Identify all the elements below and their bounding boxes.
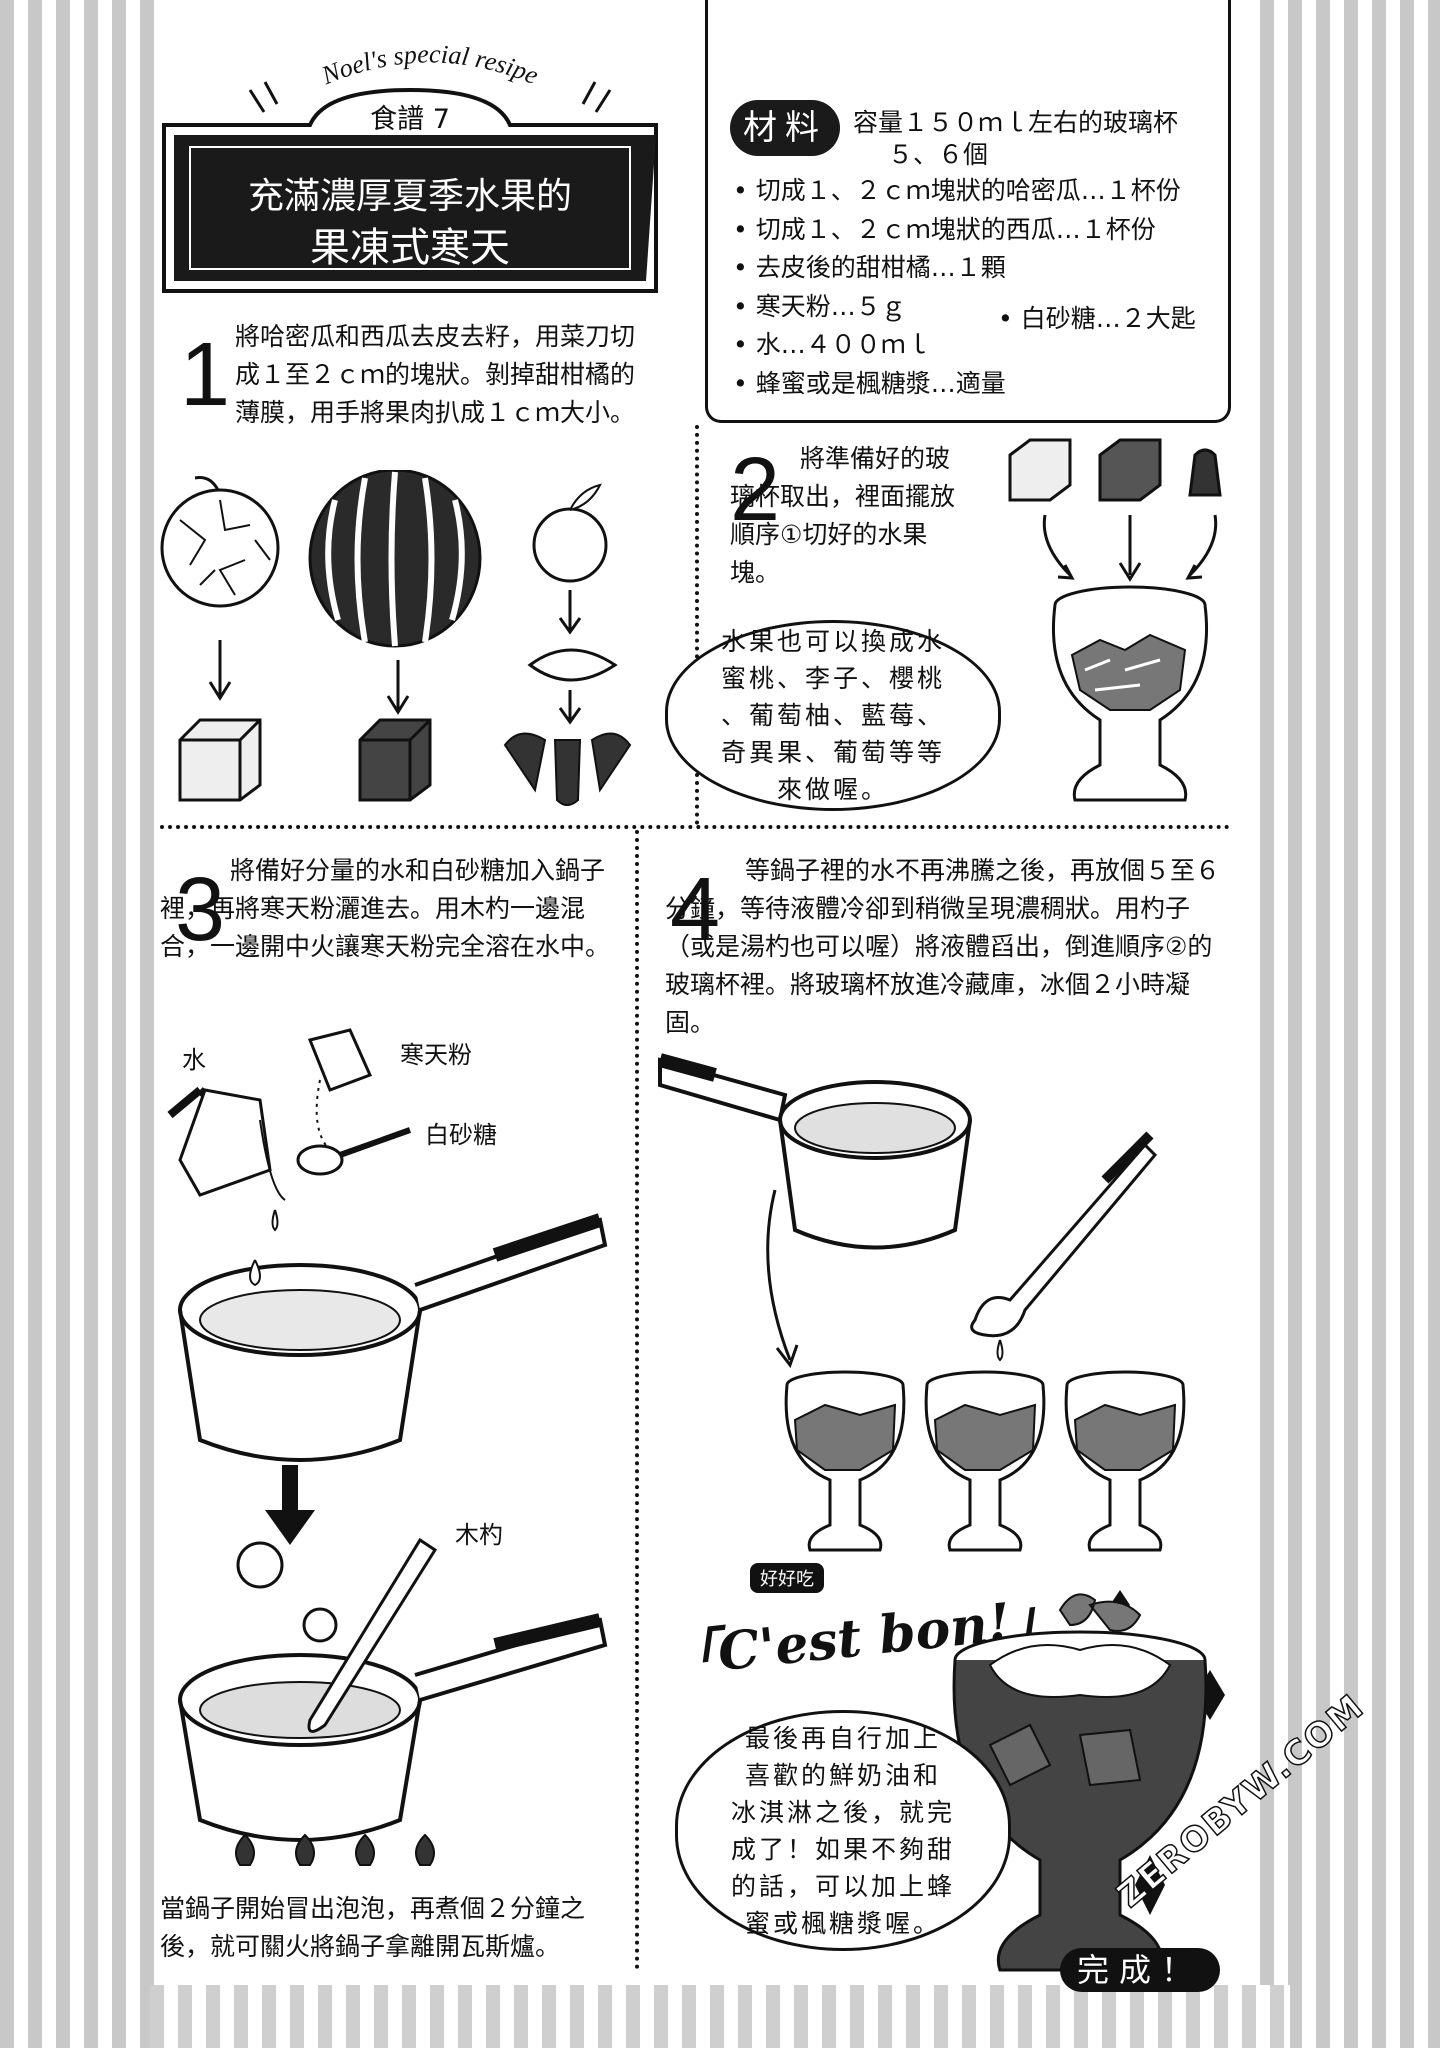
filled-glass-icon <box>784 1370 906 1552</box>
arc-banner: Noel's special resipe <box>248 39 612 113</box>
ingredient-sugar: • 白砂糖…２大匙 <box>998 304 1196 333</box>
arc-text: Noel's special resipe <box>317 39 543 90</box>
step-1-fruit-illustration <box>160 470 632 806</box>
ladle-icon <box>970 1131 1158 1338</box>
filled-glass-icon <box>924 1370 1046 1552</box>
pot-icon <box>178 1213 608 1462</box>
step-3-followup-text: 當鍋子開始冒出泡泡，再煮個２分鐘之後，就可關火將鍋子拿離開瓦斯爐。 <box>160 1894 586 1961</box>
step-1-text: 將哈密瓜和西瓜去皮去籽，用菜刀切成１至２ｃｍ的塊狀。剝掉甜柑橘的薄膜，用手將果肉… <box>235 322 636 427</box>
water-label: 水 <box>182 1046 206 1074</box>
final-tip-bubble: 最後再自行加上 喜歡的鮮奶油和 冰淇淋之後，就完 成了！如果不夠甜 的話，可以加… <box>675 1710 1011 1951</box>
tangerine-segments-icon <box>503 732 632 806</box>
gas-burner-icon <box>235 1833 435 1866</box>
title-plaque: 食譜 7 充滿濃厚夏季水果的 果凍式寒天 <box>160 85 660 295</box>
recipe-number: 食譜 7 <box>370 104 450 135</box>
tangerine-icon <box>532 483 608 583</box>
recipe-title-line1: 充滿濃厚夏季水果的 <box>247 176 572 217</box>
ingredient-item: 蜂蜜或是楓糖漿…適量 <box>733 365 1181 404</box>
ingredient-item: 去皮後的甜柑橘…１顆 <box>733 249 1181 288</box>
step-4-pour-illustration <box>658 1053 1186 1552</box>
step-2-divider <box>695 425 699 825</box>
agar-packet-icon <box>307 1028 373 1151</box>
sugar-spoon-icon <box>296 1127 412 1176</box>
ingredient-item: 切成１、２ｃｍ塊狀的哈密瓜…１杯份 <box>733 172 1181 211</box>
ingredient-item: 切成１、２ｃｍ塊狀的西瓜…１杯份 <box>733 211 1181 250</box>
measuring-cup-icon <box>167 1086 286 1201</box>
step-1-number: 1 <box>180 325 231 425</box>
watermelon-cube-icon <box>358 718 432 802</box>
tasty-caption: 好好吃 <box>750 1563 824 1593</box>
agar-label: 寒天粉 <box>400 1041 472 1069</box>
recipe-page: Noel's special resipe 食譜 7 充滿濃厚夏季水果的 果凍式… <box>160 0 1252 1992</box>
boiling-pot-icon <box>178 1537 608 1842</box>
bottom-striped-band <box>150 1985 1290 2048</box>
melon-cube-icon <box>178 718 262 802</box>
ingredient-item: 水…４００ｍｌ <box>733 326 1181 365</box>
wooden-spoon-icon <box>307 1537 438 1733</box>
section-divider <box>160 825 1230 829</box>
sugar-label: 白砂糖 <box>425 1121 497 1149</box>
melon-icon <box>160 476 280 608</box>
ingredient-list: 切成１、２ｃｍ塊狀的哈密瓜…１杯份 切成１、２ｃｍ塊狀的西瓜…１杯份 去皮後的甜… <box>733 172 1181 403</box>
cooling-pot-icon <box>658 1053 972 1250</box>
watermelon-icon <box>308 470 482 648</box>
svg-text:Noel's special resipe: Noel's special resipe <box>317 39 543 90</box>
step-4-divider <box>635 830 639 1970</box>
recipe-title-line2: 果凍式寒天 <box>310 225 510 271</box>
wooden-spoon-label: 木杓 <box>455 1521 503 1549</box>
fruit-tip-bubble: 水果也可以換成水 蜜桃、李子、櫻桃 、葡萄柚、藍莓、 奇異果、葡萄等等 來做喔。 <box>665 620 1001 811</box>
ingredient-item: 寒天粉…５ｇ <box>733 288 1181 327</box>
glass-with-fruit-icon <box>1051 585 1209 802</box>
step-2-glass-illustration <box>1008 438 1222 802</box>
ingredients-box: 材料 容量１５０ｍｌ左右的玻璃杯 ５、６個 切成１、２ｃｍ塊狀的哈密瓜…１杯份 … <box>705 0 1231 423</box>
ingredients-badge: 材料 <box>730 100 840 156</box>
finished-dessert-illustration <box>952 1590 1225 1972</box>
filled-glass-icon <box>1064 1370 1186 1552</box>
tangerine-peeled-icon <box>527 648 618 682</box>
step-2-number: 2 <box>730 440 781 540</box>
step-2-text: 將準備好的玻璃杯取出，裡面擺放順序①切好的水果塊。 <box>730 444 956 587</box>
ingredients-intro-2: ５、６個 <box>888 140 989 169</box>
step-3-text: 將備好分量的水和白砂糖加入鍋子裡，再將寒天粉灑進去。用木杓一邊混合，一邊開中火讓… <box>160 856 611 961</box>
step-3-number: 3 <box>175 860 226 960</box>
done-badge: 完成！ <box>1060 1948 1220 1992</box>
step-4-text: 等鍋子裡的水不再沸騰之後，再放個５至６分鐘，等待液體冷卻到稍微呈現濃稠狀。用杓子… <box>665 856 1221 1037</box>
ingredients-intro-1: 容量１５０ｍｌ左右的玻璃杯 <box>853 108 1179 137</box>
step-3-cooking-illustration <box>167 1028 608 1842</box>
step-4-number: 4 <box>670 860 721 960</box>
